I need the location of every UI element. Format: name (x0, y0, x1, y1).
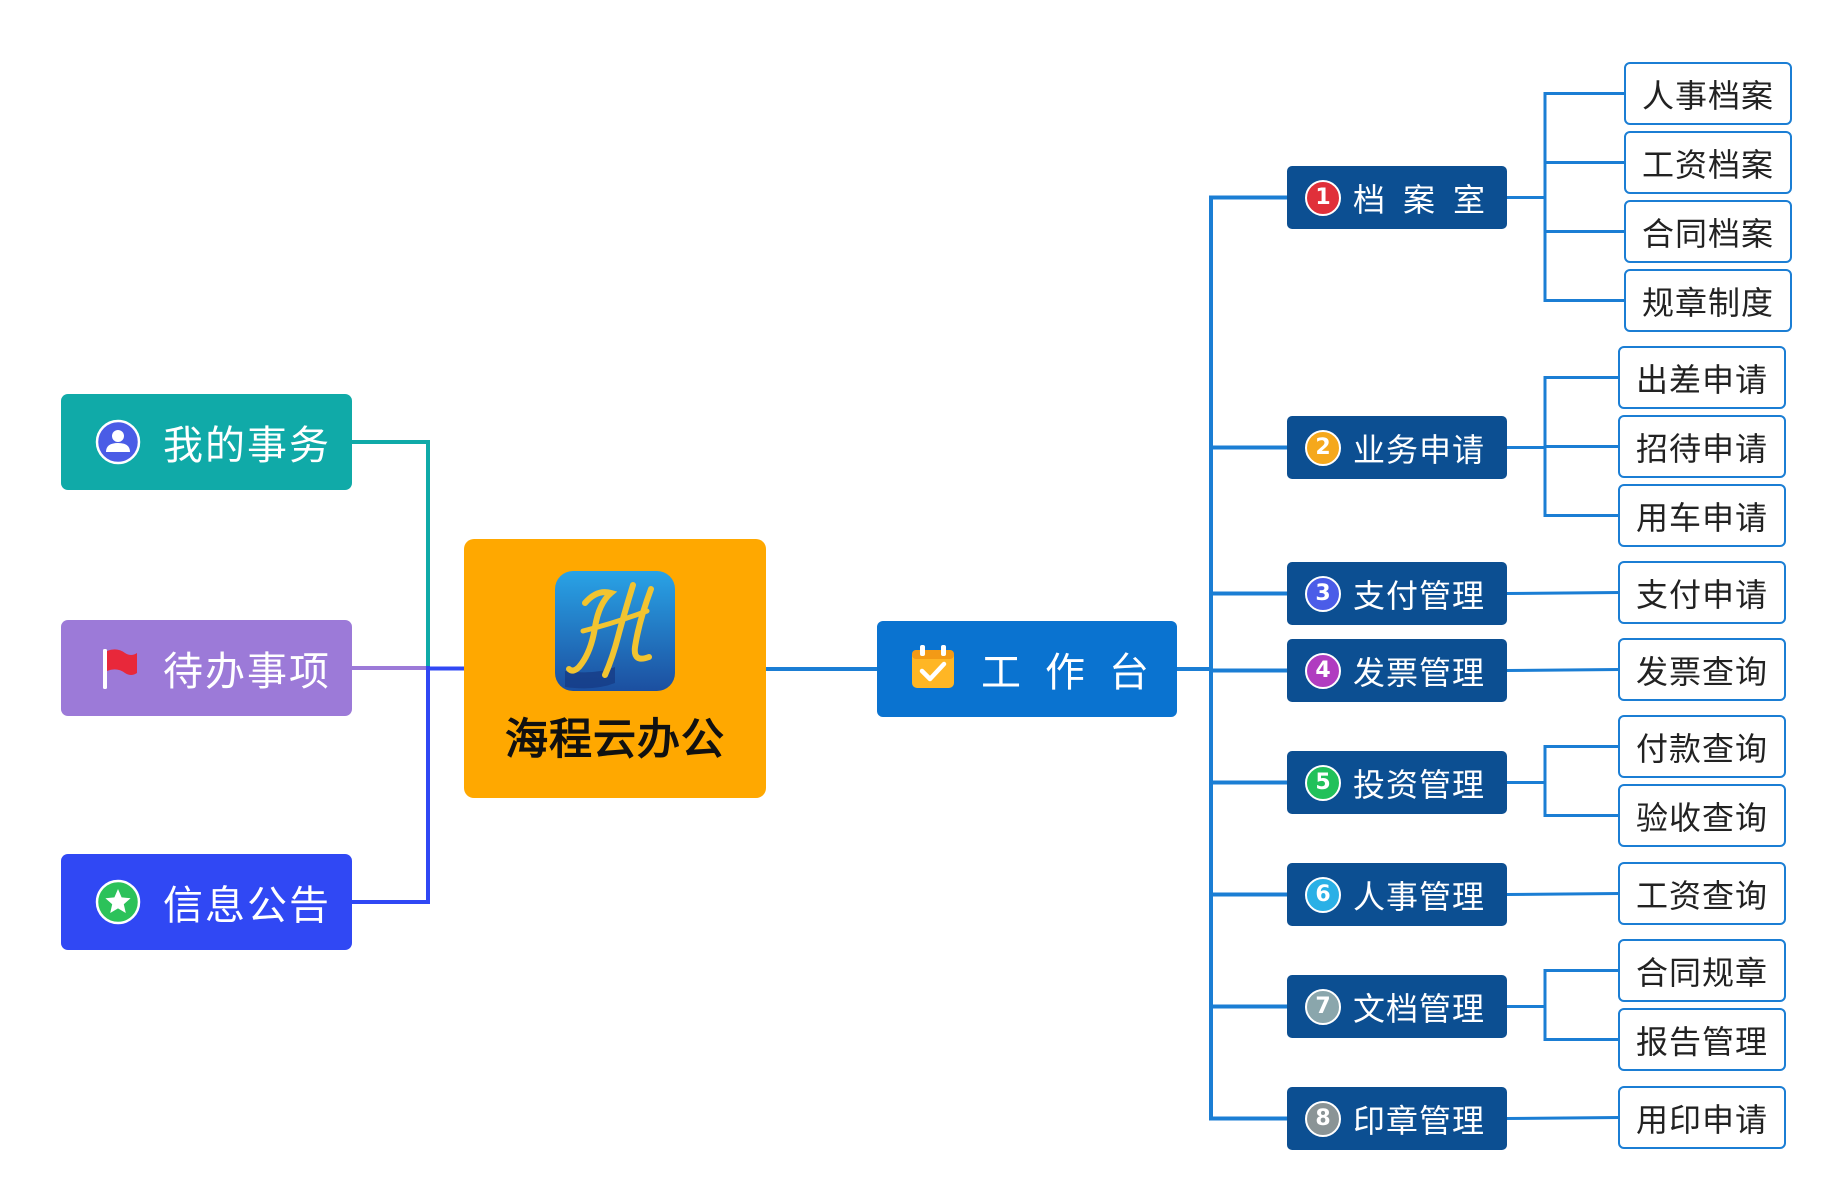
connector-line (1505, 1115, 1620, 1121)
leaf-item[interactable]: 规章制度 (1624, 269, 1792, 332)
number-badge: 8 (1305, 1100, 1341, 1137)
leaf-item[interactable]: 发票查询 (1618, 638, 1786, 701)
user-icon (95, 419, 141, 465)
leaf-item[interactable]: 招待申请 (1618, 415, 1786, 478)
number-badge: 4 (1305, 652, 1341, 689)
category-label: 业务申请 (1353, 430, 1486, 469)
category-label: 文档管理 (1353, 989, 1486, 1028)
category-personnel-management[interactable]: 6 人事管理 (1287, 863, 1507, 926)
node-my-affairs[interactable]: 我的事务 (61, 394, 352, 490)
red-flag-icon (95, 645, 141, 691)
category-label: 投资管理 (1353, 765, 1486, 804)
category-label: 档案室 (1353, 180, 1504, 219)
leaf-item[interactable]: 验收查询 (1618, 784, 1786, 847)
connector-line (1505, 667, 1620, 673)
haicheng-h-logo-icon (555, 571, 675, 691)
hub-node-workbench[interactable]: 工作台 (877, 621, 1177, 717)
node-label: 我的事务 (163, 423, 331, 469)
star-badge-icon (95, 879, 141, 925)
center-node[interactable]: 海程云办公 (464, 539, 766, 798)
leaf-item[interactable]: 用印申请 (1618, 1086, 1786, 1149)
category-label: 发票管理 (1353, 653, 1486, 692)
node-todo[interactable]: 待办事项 (61, 620, 352, 716)
center-title: 海程云办公 (505, 715, 725, 765)
node-label: 信息公告 (163, 883, 331, 929)
node-label: 待办事项 (163, 649, 331, 695)
number-badge: 5 (1305, 764, 1341, 801)
number-badge: 2 (1305, 429, 1341, 466)
leaf-item[interactable]: 付款查询 (1618, 715, 1786, 778)
leaf-item[interactable]: 用车申请 (1618, 484, 1786, 547)
node-announcements[interactable]: 信息公告 (61, 854, 352, 950)
leaf-item[interactable]: 出差申请 (1618, 346, 1786, 409)
leaf-item[interactable]: 工资查询 (1618, 862, 1786, 925)
category-invoice-management[interactable]: 4 发票管理 (1287, 639, 1507, 702)
leaf-item[interactable]: 工资档案 (1624, 131, 1792, 194)
leaf-item[interactable]: 合同规章 (1618, 939, 1786, 1002)
leaf-item[interactable]: 支付申请 (1618, 561, 1786, 624)
category-label: 印章管理 (1353, 1101, 1486, 1140)
number-badge: 7 (1305, 988, 1341, 1025)
leaf-item[interactable]: 人事档案 (1624, 62, 1792, 125)
category-seal-management[interactable]: 8 印章管理 (1287, 1087, 1507, 1150)
category-label: 人事管理 (1353, 877, 1486, 916)
number-badge: 6 (1305, 876, 1341, 913)
category-business-application[interactable]: 2 业务申请 (1287, 416, 1507, 479)
category-archives[interactable]: 1 档案室 (1287, 166, 1507, 229)
calendar-check-icon (909, 643, 957, 695)
number-badge: 1 (1305, 179, 1341, 216)
category-payment-management[interactable]: 3 支付管理 (1287, 562, 1507, 625)
leaf-item[interactable]: 报告管理 (1618, 1008, 1786, 1071)
category-investment-management[interactable]: 5 投资管理 (1287, 751, 1507, 814)
connector-line (1505, 891, 1620, 897)
hub-label: 工作台 (981, 650, 1173, 696)
number-badge: 3 (1305, 575, 1341, 612)
category-document-management[interactable]: 7 文档管理 (1287, 975, 1507, 1038)
leaf-item[interactable]: 合同档案 (1624, 200, 1792, 263)
category-label: 支付管理 (1353, 576, 1486, 615)
connector-line (1505, 590, 1620, 596)
